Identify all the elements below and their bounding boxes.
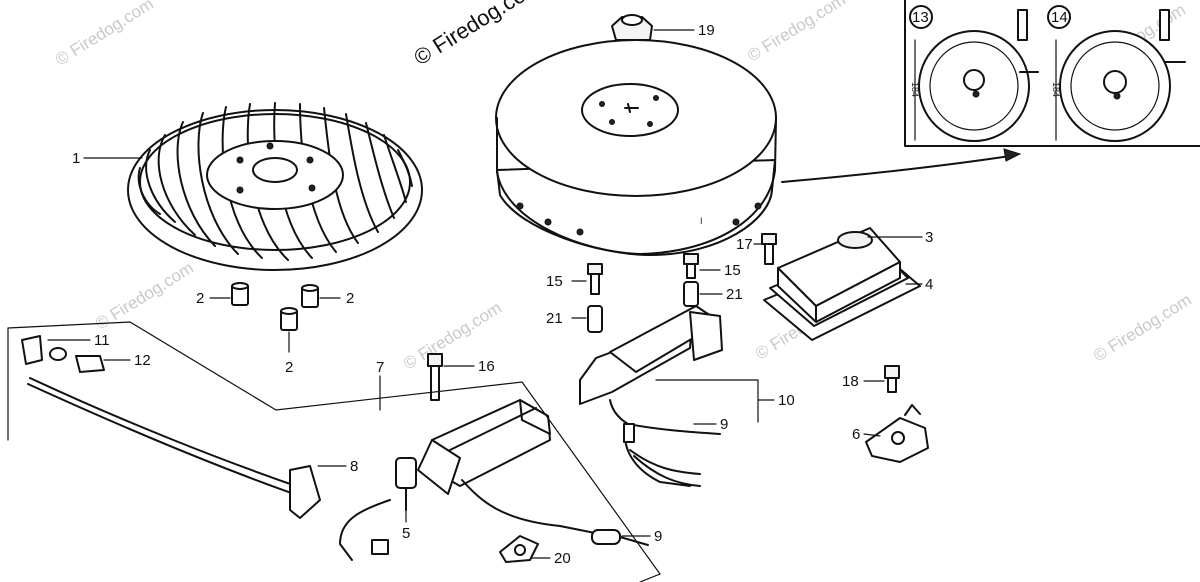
callout-21: 21 bbox=[546, 310, 563, 327]
callout-21: 21 bbox=[726, 286, 743, 303]
group-outline bbox=[7, 321, 661, 582]
callout-4: 4 bbox=[925, 276, 933, 293]
callout-8: 8 bbox=[350, 458, 358, 475]
callout-2: 2 bbox=[346, 290, 354, 307]
callout-2: 2 bbox=[285, 359, 293, 376]
callout-6: 6 bbox=[852, 426, 860, 443]
callout-1: 1 bbox=[72, 150, 80, 167]
callout-9: 9 bbox=[654, 528, 662, 545]
watermark: © Firedog.com bbox=[92, 258, 197, 333]
watermark: © Firedog.com bbox=[52, 0, 157, 69]
contact-breaker-part bbox=[865, 404, 929, 463]
flywheel-part: I bbox=[495, 39, 777, 256]
watermark: © Firedog.com bbox=[1090, 290, 1195, 365]
flywheel-timing-mark: I bbox=[700, 216, 703, 226]
callout-5: 5 bbox=[402, 525, 410, 542]
arrowhead bbox=[1003, 148, 1022, 162]
watermark-main: © Firedog.com bbox=[409, 0, 545, 70]
cooling-fan-part bbox=[127, 102, 423, 271]
callout-13: 13 bbox=[912, 9, 929, 26]
callout-18: 18 bbox=[842, 373, 859, 390]
detail-arrow bbox=[781, 155, 1011, 183]
callout-16: 16 bbox=[478, 358, 495, 375]
watermark: © Firedog.com bbox=[744, 0, 849, 65]
callout-10: 10 bbox=[778, 392, 795, 409]
dimension-label: 184 bbox=[910, 82, 920, 97]
ignition-coil-part bbox=[339, 399, 649, 561]
callout-11: 11 bbox=[94, 332, 110, 349]
callout-2: 2 bbox=[196, 290, 204, 307]
callout-3: 3 bbox=[925, 229, 933, 246]
callout-20: 20 bbox=[554, 550, 571, 567]
flywheel-nut-part bbox=[611, 14, 653, 41]
callout-7: 7 bbox=[376, 359, 384, 376]
spark-plug-lead-part bbox=[21, 335, 321, 519]
callout-15: 15 bbox=[724, 262, 741, 279]
callout-17: 17 bbox=[736, 236, 753, 253]
callout-19: 19 bbox=[698, 22, 715, 39]
dimension-label: 184 bbox=[1051, 82, 1061, 97]
breaker-cover-part bbox=[763, 227, 921, 341]
callout-14: 14 bbox=[1051, 9, 1068, 26]
cord-clamp-part bbox=[499, 535, 539, 563]
callout-labels: 1 2 2 2 3 4 5 6 7 8 9 9 10 11 12 15 15 bbox=[47, 22, 933, 567]
flywheel-variants-inset: 13 184 14 184 bbox=[904, 0, 1200, 147]
bolt-parts bbox=[427, 233, 900, 401]
callout-9: 9 bbox=[720, 416, 728, 433]
charge-coil-part bbox=[579, 305, 723, 487]
callout-12: 12 bbox=[134, 352, 151, 369]
callout-15: 15 bbox=[546, 273, 563, 290]
collar-parts bbox=[231, 282, 319, 331]
